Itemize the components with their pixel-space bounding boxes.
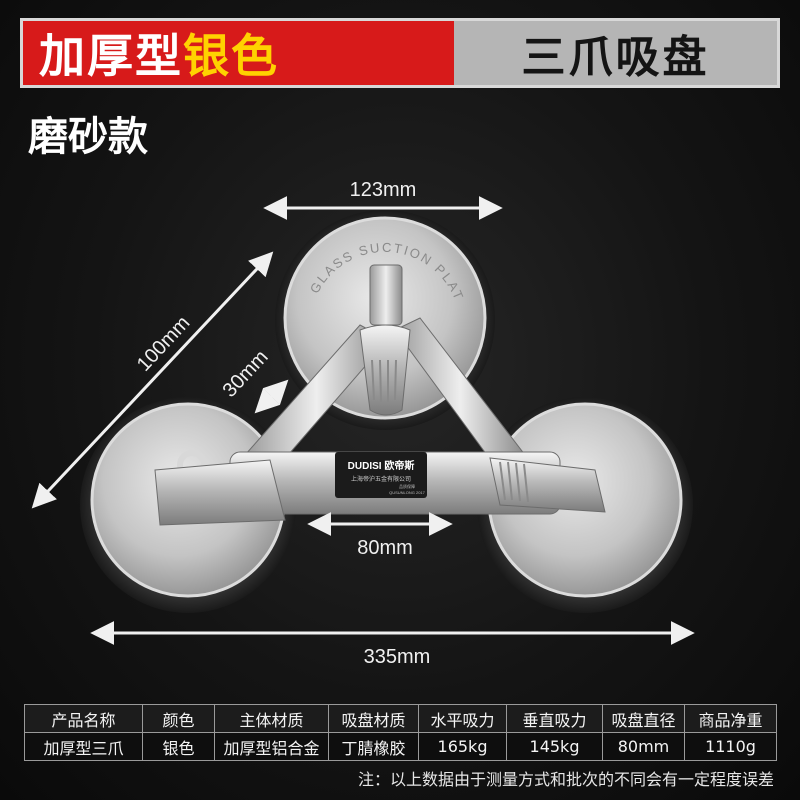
banner-text-three-claw: 三爪吸盘 [454, 21, 777, 85]
spec-value-row: 加厚型三爪 银色 加厚型铝合金 丁腈橡胶 165kg 145kg 80mm 11… [24, 732, 777, 761]
dim-arrow-diagonal [31, 251, 274, 509]
spec-header-cell: 主体材质 [214, 704, 329, 733]
brand-plate [335, 452, 427, 498]
banner-red-section: 加厚型银色 [23, 21, 454, 85]
spec-value-cell: 加厚型铝合金 [214, 732, 329, 761]
dim-label-arm: 30mm [219, 346, 273, 402]
suction-cup-illustration: GLASS SUCTION PLATE DUDISI 欧帝斯 上海帝沪五金有限公… [0, 0, 695, 668]
title-banner: 加厚型银色 三爪吸盘 [20, 18, 780, 88]
spec-table: 产品名称 颜色 主体材质 吸盘材质 水平吸力 垂直吸力 吸盘直径 商品净重 加厚… [24, 704, 777, 761]
brand-small-2: QUSUNLONG 2017 [389, 490, 426, 495]
dim-arrow-arm [254, 379, 289, 414]
spec-value-cell: 丁腈橡胶 [328, 732, 419, 761]
spec-header-cell: 颜色 [142, 704, 215, 733]
spec-header-row: 产品名称 颜色 主体材质 吸盘材质 水平吸力 垂直吸力 吸盘直径 商品净重 [24, 704, 777, 733]
spec-value-cell: 加厚型三爪 [24, 732, 143, 761]
spec-header-cell: 吸盘直径 [602, 704, 685, 733]
left-lever [154, 459, 286, 526]
disclaimer-note: 注：以上数据由于测量方式和批次的不同会有一定程度误差 [357, 770, 774, 789]
brand-small-1: 品质保障 [399, 483, 415, 489]
right-lever-grip [499, 461, 529, 503]
spec-header-cell: 产品名称 [24, 704, 143, 733]
brand-maker: 上海帝沪五金有限公司 [351, 475, 411, 483]
spec-header-cell: 吸盘材质 [328, 704, 419, 733]
top-lever-base [369, 264, 403, 326]
subtitle-frosted: 磨砂款 [28, 114, 148, 160]
top-lever [359, 324, 411, 416]
spec-header-cell: 垂直吸力 [506, 704, 603, 733]
banner-text-silver: 银色 [183, 29, 279, 83]
dim-label-bar: 80mm [357, 537, 413, 559]
spec-header-cell: 水平吸力 [418, 704, 507, 733]
brand-name: DUDISI 欧帝斯 [348, 459, 415, 472]
spec-value-cell: 165kg [418, 732, 507, 761]
dim-label-top: 123mm [350, 179, 417, 201]
banner-text-thick: 加厚型 [39, 29, 183, 83]
spec-value-cell: 银色 [142, 732, 215, 761]
dim-label-width: 335mm [364, 646, 431, 668]
spec-value-cell: 80mm [602, 732, 685, 761]
spec-value-cell: 145kg [506, 732, 603, 761]
top-lever-grip [371, 359, 397, 403]
spec-value-cell: 1110g [684, 732, 777, 761]
spec-header-cell: 商品净重 [684, 704, 777, 733]
